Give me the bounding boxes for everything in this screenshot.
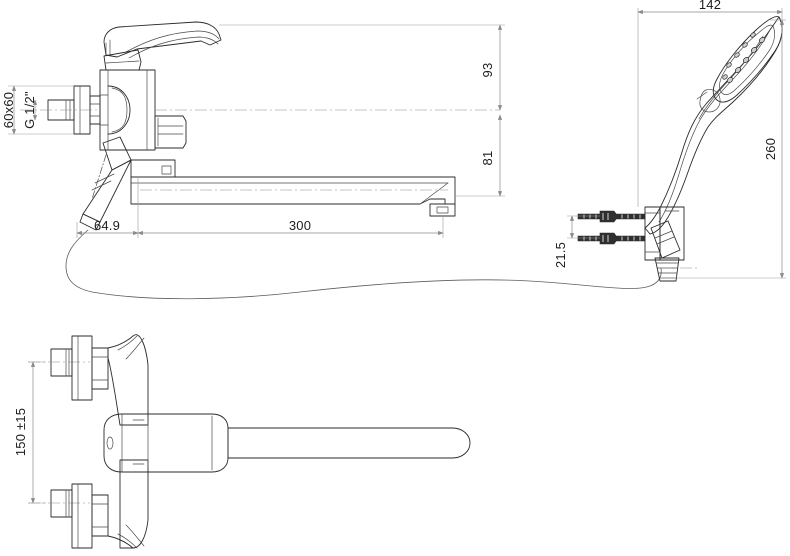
plan-mixer-body (103, 413, 229, 473)
swivel-spout (130, 176, 456, 205)
plan-escutcheon-upper (71, 335, 93, 401)
dim-fixing-spacing: 21.5 (553, 215, 600, 268)
view-handset-elevation (577, 16, 783, 282)
view-side-elevation (47, 21, 662, 300)
lever-handle (103, 21, 222, 59)
shower-handset (644, 16, 783, 235)
plan-hex-nut-lower (91, 494, 109, 537)
dim-inlet-spacing: 60x60 (1, 85, 74, 135)
dim-label-height-upper: 93 (480, 63, 495, 78)
handset-grip-detail (696, 89, 721, 113)
handset-hose-cone (650, 220, 681, 259)
plan-body-wing-upper (107, 334, 149, 426)
dimension-group-plan: 150 ±15 (13, 361, 46, 504)
mixer-body (99, 69, 156, 151)
dim-label-height-lower: 81 (480, 151, 495, 166)
spout-base (130, 159, 176, 178)
dim-label-spout-length: 300 (289, 218, 311, 233)
dim-handset-height: 260 (660, 19, 786, 279)
dim-label-centre-height: 150 ±15 (13, 408, 28, 456)
dim-handset-width: 142 (637, 0, 783, 207)
dim-label-fixing-spacing: 21.5 (553, 242, 568, 268)
shower-hose (65, 229, 662, 300)
wall-fixing-screw-lower (577, 232, 646, 245)
dim-label-spout-offset: 64.9 (94, 218, 120, 233)
plan-spout (227, 427, 471, 459)
dim-centre-height: 150 ±15 (13, 361, 46, 504)
spray-face (712, 16, 783, 103)
handle-neck (103, 49, 142, 71)
dim-spout-offset: 64.9 (76, 178, 139, 238)
body-cone-flange (99, 85, 131, 135)
dim-height-lower: 81 (455, 114, 505, 197)
spray-nozzles (722, 32, 766, 83)
plan-body-wing-lower (107, 459, 149, 549)
spout-aerator (429, 203, 456, 217)
shower-outlet-elbow (79, 136, 132, 231)
plan-inlet-nipple-lower (28, 489, 90, 518)
handset-wall-bracket (644, 206, 685, 261)
wall-fixing-screw-upper (577, 210, 646, 223)
dim-spout-length: 300 (137, 216, 444, 238)
plan-escutcheon-lower (71, 483, 93, 549)
dimension-group-handset: 142 260 21.5 (553, 0, 786, 279)
dimension-group-side: 60x60 G 1/2" 93 81 (1, 24, 505, 238)
dim-label-inlet-spacing: 60x60 (1, 92, 16, 128)
dim-height-upper: 93 (219, 24, 505, 111)
dim-label-handset-width: 142 (699, 0, 721, 12)
plan-inlet-nipple-upper (28, 348, 90, 377)
plan-hex-nut-upper (91, 347, 109, 390)
hose-connector-coil (654, 257, 680, 282)
view-top-plan (28, 334, 471, 549)
dim-label-handset-height: 260 (763, 138, 778, 160)
diverter-knob (154, 115, 187, 149)
